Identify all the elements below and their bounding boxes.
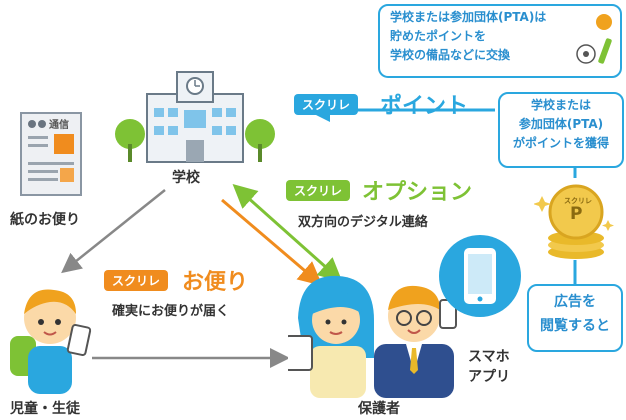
exchange-callout: 学校または参加団体(PTA)は 貯めたポイントを 学校の備品などに交換 (378, 4, 622, 78)
option-title: オプション (362, 180, 473, 205)
school-supplies-icon (576, 14, 612, 64)
student-illustration (6, 278, 98, 394)
students-label: 児童・生徒 (10, 401, 80, 417)
point-coin-icon: スクリレ P (533, 176, 614, 262)
school-label: 学校 (172, 170, 200, 186)
smartphone-icon (438, 234, 522, 318)
arrow-school-to-students (61, 189, 166, 274)
otayori-subtitle: 確実にお便りが届く (112, 304, 230, 319)
exchange-line-1: 学校または参加団体(PTA)は (390, 10, 547, 24)
acquire-line-3: がポイントを獲得 (512, 136, 609, 150)
otayori-tag: スクリレ (104, 270, 169, 291)
arrow-option (232, 184, 343, 282)
point-title: ポイント (380, 94, 469, 119)
exchange-line-2: 貯めたポイントを (390, 29, 487, 43)
otayori-title: お便り (182, 270, 249, 295)
coin-letter: P (570, 204, 583, 224)
ad-callout: 広告を 閲覧すると (527, 284, 623, 352)
smartphone-app-label-2: アプリ (468, 369, 510, 385)
point-tag: スクリレ (294, 94, 359, 115)
paper-badge-text: 通信 (49, 120, 69, 131)
ad-line-2: 閲覧すると (540, 318, 610, 334)
parents-illustration (285, 262, 458, 398)
acquire-callout: 学校または 参加団体(PTA) がポイントを獲得 (498, 92, 624, 168)
acquire-line-1: 学校または (530, 98, 591, 112)
acquire-line-2: 参加団体(PTA) (518, 117, 604, 131)
paper-letter-icon: 通信 (20, 112, 82, 196)
coin-caption: スクリレ (564, 197, 592, 205)
smartphone-app-label-1: スマホ (468, 349, 510, 365)
option-subtitle: 双方向のデジタル連絡 (298, 215, 428, 230)
option-tag: スクリレ (286, 180, 351, 201)
parents-label: 保護者 (358, 401, 400, 417)
exchange-line-3: 学校の備品などに交換 (390, 48, 511, 62)
school-building-icon (112, 64, 278, 164)
ad-line-1: 広告を (554, 294, 596, 310)
paper-letter-label: 紙のお便り (10, 212, 80, 228)
